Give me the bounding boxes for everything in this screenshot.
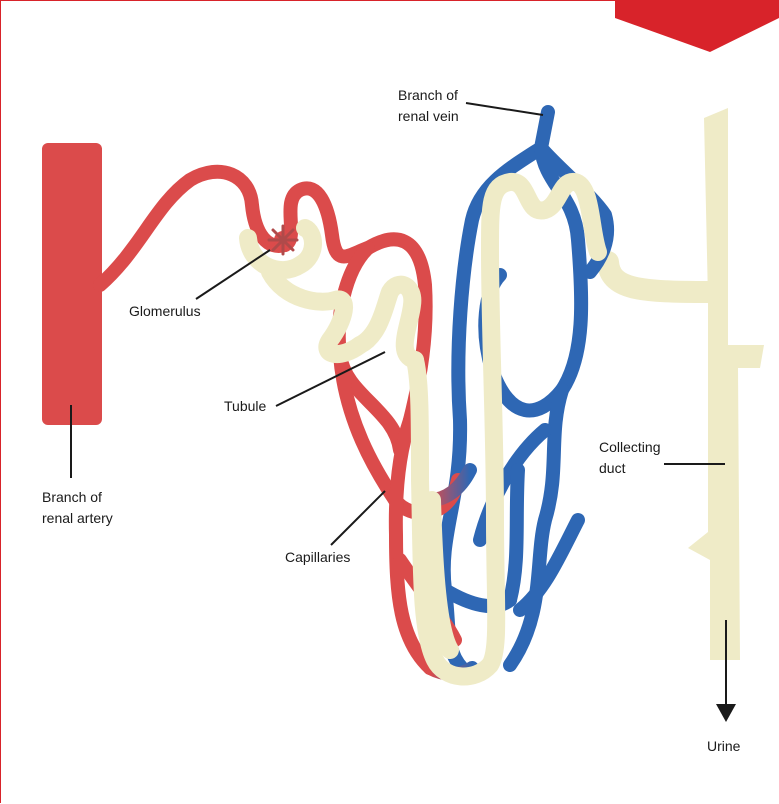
leader-glomerulus (196, 250, 270, 299)
label-renal-vein-2: renal vein (398, 108, 459, 124)
label-collecting-2: duct (599, 460, 626, 476)
glomerulus-icon (269, 226, 297, 254)
leader-capillaries (331, 491, 385, 545)
label-renal-artery-2: renal artery (42, 510, 113, 526)
label-capillaries: Capillaries (285, 549, 350, 565)
leader-renal-vein (466, 103, 543, 115)
label-collecting-1: Collecting (599, 439, 660, 455)
urine-arrow-head (716, 704, 736, 722)
label-urine: Urine (707, 738, 741, 754)
corner-tab (615, 0, 779, 52)
label-renal-vein-1: Branch of (398, 87, 458, 103)
tubule-to-duct (608, 262, 710, 292)
renal-artery-vessel (42, 143, 102, 425)
label-glomerulus: Glomerulus (129, 303, 201, 319)
label-renal-artery-1: Branch of (42, 489, 102, 505)
collecting-duct (688, 108, 764, 660)
label-tubule: Tubule (224, 398, 267, 414)
